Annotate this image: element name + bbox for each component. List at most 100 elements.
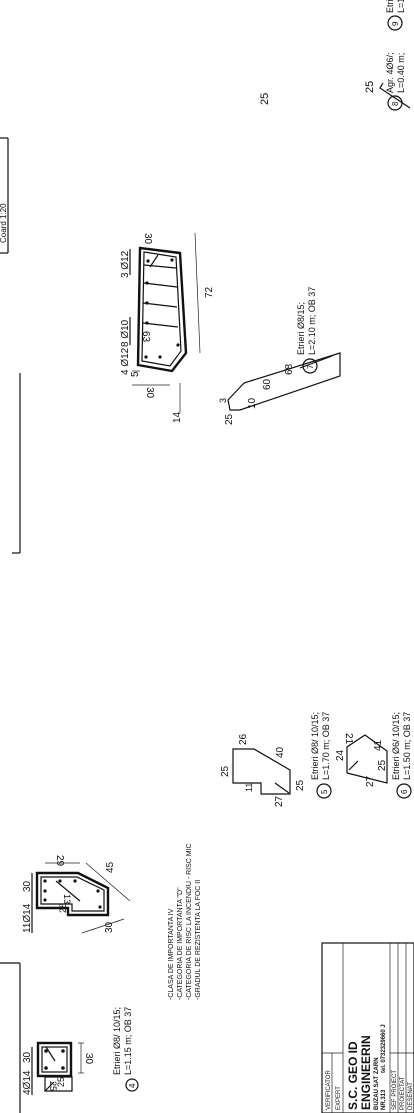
role-proiectat: PROIECTAT xyxy=(400,1076,406,1110)
item-7-stirrup-dim-68: 68 xyxy=(284,363,295,375)
item-5-dim-29: 29 xyxy=(54,855,65,867)
rebar-dot xyxy=(145,301,149,305)
item-6-dim-25: 25 xyxy=(377,759,388,771)
item-6-dim-27: 27 xyxy=(365,775,376,787)
rebar-dot xyxy=(145,321,149,325)
rebar-dot xyxy=(145,281,149,285)
item-7-dim-14: 14 xyxy=(172,411,183,423)
rebar-dot xyxy=(44,1066,48,1070)
stirrup-leg xyxy=(55,880,81,902)
item-6-number: 6 xyxy=(400,789,409,794)
item-7-note-1: Etrieri Ø8/15; xyxy=(296,302,306,355)
item-5-bars-label: 11Ø14 xyxy=(22,903,33,933)
item-9: 9 Etrier L=1.2 xyxy=(385,0,406,31)
item-5-number-circle xyxy=(316,783,332,799)
item-5-stirrup-dim-11: 11 xyxy=(244,783,254,792)
fire-note-3: -CATEGORIA DE RISC LA INCENDIU - RISC MI… xyxy=(186,843,193,1000)
item-7-dim-30: 30 xyxy=(142,233,153,245)
item-7-stirrup xyxy=(227,352,341,411)
item-4-note-1: Etrieri Ø8/ 10/15; xyxy=(112,1007,122,1075)
item-7-dim-72: 72 xyxy=(204,286,215,298)
role-sef-proiect: SEF PROIECT xyxy=(392,1070,398,1110)
item-7-number-circle xyxy=(302,358,318,374)
company-phone: tel. 0732329660 J xyxy=(381,1024,387,1073)
item-5-section-inner xyxy=(40,876,105,912)
item-6-number-circle xyxy=(396,783,412,799)
item-5-stirrup-dim-25b: 25 xyxy=(295,779,306,791)
item-7-dim-63: 63 xyxy=(140,331,151,343)
leader xyxy=(149,254,159,268)
stirrup-leg xyxy=(142,322,179,328)
hook xyxy=(348,760,359,771)
rebar-dot xyxy=(146,259,150,263)
item-6-stirrup xyxy=(346,734,388,784)
item-7-note-2: L=2.10 m; OB 37 xyxy=(307,287,317,355)
rebar-dot xyxy=(43,889,47,893)
leader xyxy=(45,1046,56,1062)
company-name-1: S.C. GEO ID xyxy=(346,1041,360,1110)
item-8: 25 25 8 Agr. 4Ø6/; L=0.40 m; xyxy=(259,52,411,111)
fire-note-4: -GRADUL DE REZISTENTA LA FOC II xyxy=(195,880,202,1000)
hook xyxy=(274,782,290,794)
rebar-dot xyxy=(144,355,148,359)
item-7-stirrup-dim-25: 25 xyxy=(224,413,235,425)
item-5-dim-30: 30 xyxy=(104,921,115,933)
item-5-note-2: L=1.70 m; OB 37 xyxy=(321,712,331,780)
item-6-dim-24: 24 xyxy=(335,749,346,761)
item-5-dim-45: 45 xyxy=(105,861,116,873)
item-7-number: 7 xyxy=(306,364,315,369)
item-5-stirrup-dim-25: 25 xyxy=(220,765,231,777)
item-8-bar xyxy=(379,82,411,109)
item-4-stirrup-dim-a: 25 xyxy=(48,1081,58,1091)
rebar-dot xyxy=(43,898,47,902)
item-9-note-1: Etrier xyxy=(385,0,395,13)
rebar-dot xyxy=(176,343,180,347)
item-5-dim-top: 30 xyxy=(22,880,33,892)
title-block-frame xyxy=(321,942,414,1113)
item-6-note-1: Etrieri Ø6/ 10/15; xyxy=(391,712,401,780)
item-4-bars-label: 4Ø14 xyxy=(22,1070,33,1095)
fire-note-1: -CLASA DE IMPORTANTA IV xyxy=(168,908,175,1000)
item-5-stirrup-dim-26: 26 xyxy=(238,733,249,745)
item-8-number-circle xyxy=(387,95,403,111)
stirrup-leg xyxy=(143,264,177,269)
hook xyxy=(44,1081,55,1092)
item-6-dim-41: 41 xyxy=(373,739,384,751)
item-4-dim-side: 30 xyxy=(83,1053,94,1065)
item-6-dim-21: 21 xyxy=(343,733,354,745)
dim-line xyxy=(194,232,201,354)
rebar-dot xyxy=(170,258,174,262)
item-7-section-inner xyxy=(141,251,182,367)
role-expert: EXPERT xyxy=(336,1086,342,1110)
item-7-bars-top: 3 Ø12 xyxy=(120,250,131,278)
rebar-dot xyxy=(73,879,77,883)
item-7-dim-5: 5 xyxy=(130,371,141,377)
item-4-number: 4 xyxy=(128,1083,137,1088)
item-8-note-1: Agr. 4Ø6/; xyxy=(385,52,395,93)
item-7-stirrup-dim-10: 10 xyxy=(247,397,258,409)
item-8-number: 8 xyxy=(391,101,400,106)
rebar-dot xyxy=(58,879,62,883)
item-4-section-inner xyxy=(41,1046,68,1073)
rebar-dot xyxy=(96,889,100,893)
item-5-stirrup-dim-27: 27 xyxy=(274,795,285,807)
item-7-stirrup-dim-3: 3 xyxy=(218,398,228,403)
stirrup-leg xyxy=(142,302,178,308)
item-4: 4Ø14 30 30 25 25 4 Etrieri Ø8/ 10/15; L=… xyxy=(22,1007,139,1095)
scale-label: Coard 1:20 xyxy=(0,203,8,243)
item-9-number: 9 xyxy=(391,21,400,26)
stirrup-leg xyxy=(143,282,178,288)
dim-line xyxy=(85,862,131,902)
item-7-bars-low: 4 Ø12 xyxy=(120,347,131,375)
rebar-dot xyxy=(158,355,162,359)
company-address-2: NR.313 xyxy=(381,1089,387,1110)
item-7: 3 Ø12 8 Ø10 4 Ø12 30 63 5 30 xyxy=(120,232,341,425)
item-4-section-outer xyxy=(36,1041,73,1078)
company-address-1: BUZAU SAT ZARN xyxy=(374,1057,380,1110)
item-4-number-circle xyxy=(125,1078,139,1092)
item-5-dim-28: 28 xyxy=(58,903,68,913)
fire-notes: -CLASA DE IMPORTANTA IV -CATEGORIA DE IM… xyxy=(168,843,202,1000)
item-4-dim-top: 30 xyxy=(22,1051,33,1063)
